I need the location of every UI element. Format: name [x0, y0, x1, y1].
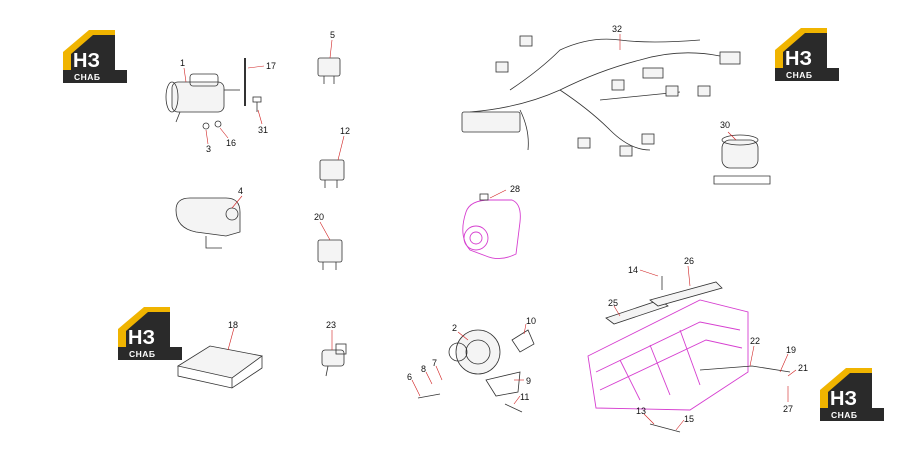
svg-text:НЗ: НЗ	[128, 327, 155, 349]
solenoid-30-drawing	[713, 134, 771, 185]
brand-logo-top-left: НЗ СНАБ	[63, 30, 127, 83]
callout-1: 1	[180, 58, 185, 68]
callout-12: 12	[340, 126, 350, 136]
callout-28: 28	[510, 184, 520, 194]
rod-and-fasteners-drawing	[202, 58, 262, 130]
wiring-harness-32-drawing	[461, 35, 741, 157]
callout-20: 20	[314, 212, 324, 222]
starter-motor-drawing	[165, 73, 240, 123]
callout-23: 23	[326, 320, 336, 330]
callout-18: 18	[228, 320, 238, 330]
thermostat-housing-28-drawing	[462, 193, 521, 259]
callout-11: 11	[520, 392, 529, 402]
brand-logo-top-right: НЗ СНАБ	[775, 28, 839, 81]
brand-logo-bottom-right: НЗ СНАБ	[820, 368, 884, 421]
callout-27: 27	[783, 404, 793, 414]
svg-text:НЗ: НЗ	[785, 48, 812, 70]
callout-2: 2	[452, 323, 457, 333]
callout-22: 22	[750, 336, 760, 346]
brand-logo-bottom-left: НЗ СНАБ	[118, 307, 182, 360]
callout-17: 17	[266, 61, 276, 71]
relay-20-drawing	[317, 239, 343, 270]
callout-13: 13	[636, 406, 646, 416]
svg-text:СНАБ: СНАБ	[129, 349, 156, 359]
callout-15: 15	[684, 414, 694, 424]
relay-5-drawing	[317, 57, 341, 84]
svg-text:СНАБ: СНАБ	[74, 72, 101, 82]
callouts: 1 17 5 31 3 16 12 4 20 18 23 2 10 6 8 7 …	[180, 24, 808, 431]
ecu-18-drawing	[176, 345, 263, 389]
callout-7: 7	[432, 358, 437, 368]
svg-text:СНАБ: СНАБ	[786, 70, 813, 80]
callout-25: 25	[608, 298, 618, 308]
callout-16: 16	[226, 138, 236, 148]
relay-12-drawing	[319, 159, 345, 188]
svg-text:СНАБ: СНАБ	[831, 410, 858, 420]
svg-text:НЗ: НЗ	[830, 388, 857, 410]
callout-9: 9	[526, 376, 531, 386]
callout-6: 6	[407, 372, 412, 382]
callout-21: 21	[798, 363, 808, 373]
callout-32: 32	[612, 24, 622, 34]
callout-31: 31	[258, 125, 268, 135]
callout-3: 3	[206, 144, 211, 154]
callout-8: 8	[421, 364, 426, 374]
callout-10: 10	[526, 316, 536, 326]
cylinder-head-drawing	[587, 276, 791, 433]
sensor-23-drawing	[321, 343, 347, 377]
callout-4: 4	[238, 186, 243, 196]
callout-14: 14	[628, 265, 638, 275]
bracket-4-drawing	[175, 197, 241, 249]
callout-30: 30	[720, 120, 730, 130]
callout-5: 5	[330, 30, 335, 40]
callout-26: 26	[684, 256, 694, 266]
callout-19: 19	[786, 345, 796, 355]
alternator-2-drawing	[417, 329, 535, 413]
svg-text:НЗ: НЗ	[73, 50, 100, 72]
